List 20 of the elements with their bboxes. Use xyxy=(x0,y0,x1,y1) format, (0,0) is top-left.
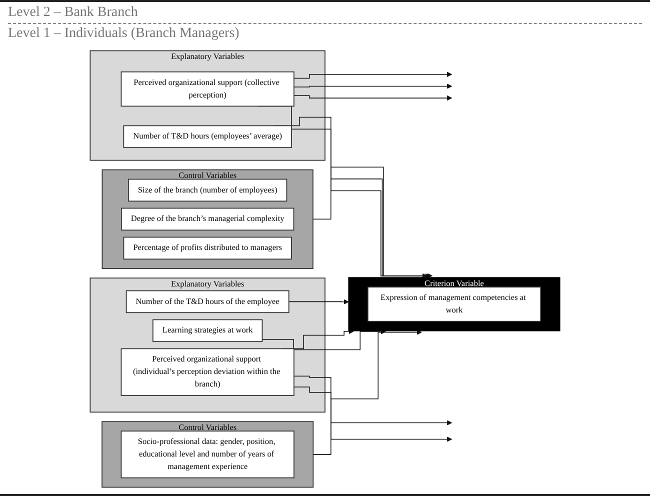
node-box: Percentage of profits distributed to managers xyxy=(123,236,292,260)
node-box: Learning strategies at work xyxy=(152,319,263,342)
node-box: Number of the T&D hours of the employee xyxy=(126,290,290,314)
arrow xyxy=(294,376,452,426)
arrow xyxy=(294,84,452,89)
level-label: Level 1 – Individuals (Branch Managers) xyxy=(8,26,240,42)
level-label: Level 2 – Bank Branch xyxy=(8,5,139,21)
node-box: Socio-professional data: gender, position, educational level and number of years of management experience xyxy=(120,430,294,478)
arrow xyxy=(312,330,422,455)
node-box: Number of T&D hours (employees’ average) xyxy=(123,125,292,148)
node-box: Expression of management competencies at work xyxy=(367,286,542,322)
arrow xyxy=(312,166,432,278)
node-box: Perceived organizational support (individual’s perception deviation within the branch) xyxy=(120,348,294,396)
node-box: Size of the branch (number of employees) xyxy=(128,178,288,202)
arrow xyxy=(288,299,349,304)
arrow xyxy=(294,72,452,79)
arrow xyxy=(294,95,452,101)
node-box: Perceived organizational support (collective perception) xyxy=(120,71,294,107)
arrow xyxy=(294,386,452,442)
node-box: Degree of the branch’s managerial complexity xyxy=(121,208,294,231)
